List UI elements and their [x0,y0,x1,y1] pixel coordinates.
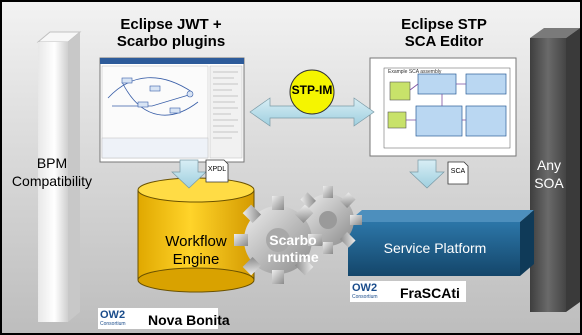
nova-bonita-label: Nova Bonita [148,312,230,328]
gears-icon [234,186,362,284]
service-platform-box [348,210,534,276]
scarbo-runtime-label: Scarbo runtime [267,232,319,265]
stp-title: Eclipse STP SCA Editor [401,16,487,50]
jwt-title: Eclipse JWT + Scarbo plugins [116,16,226,50]
ow2-logo-frascati: OW2 Consortium [352,282,378,301]
service-platform-label: Service Platform [383,240,487,256]
ow2-logo-nova: OW2 Consortium [100,309,126,328]
workflow-cylinder [137,177,255,293]
sca-doc-label: SCA [450,168,466,175]
down-arrow-right [409,159,445,189]
bpm-pillar [36,31,82,322]
frascati-label: FraSCAti [400,285,460,301]
stp-im-arrow [249,69,375,127]
xpdl-doc-icon [205,159,229,183]
soa-pillar [530,28,580,312]
stp-im-label: STP-IM [291,83,333,97]
sca-diagram-title: Example SCA assembly [388,69,442,75]
jwt-screenshot [99,57,245,163]
xpdl-label: XPDL [207,166,227,173]
down-arrow-left [171,159,207,189]
sca-screenshot [369,57,517,157]
bpm-label: BPM Compatibility [11,155,93,189]
soa-label: Any SOA [534,157,564,191]
sca-doc-icon [447,161,469,185]
workflow-engine-label: Workflow Engine [165,233,227,268]
